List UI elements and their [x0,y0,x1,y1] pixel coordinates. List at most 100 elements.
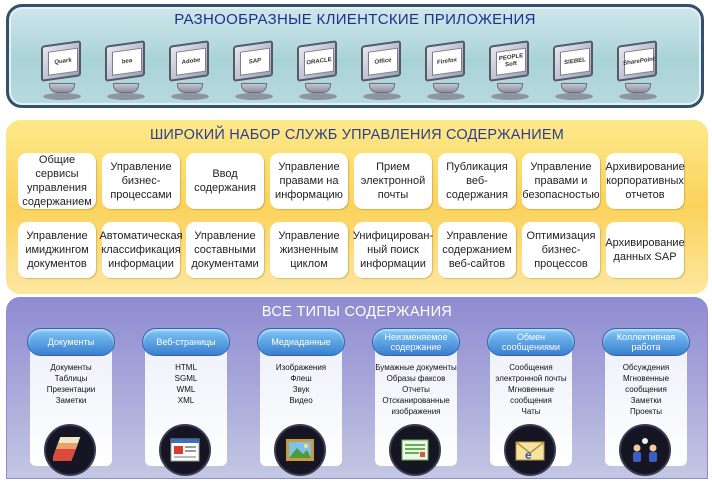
content-type-header-line: Документы [47,337,95,347]
content-type-header: Медиаданные [257,328,345,356]
app-logo-quark: Quark [48,47,78,76]
monitor-stand [625,83,651,93]
monitor-base [619,93,657,100]
content-type-item: Заметки [630,396,662,405]
monitor-base [299,93,337,100]
content-type-header-line: сообщениями [501,342,561,352]
app-logo-bea: bea [112,47,142,76]
monitor-stand [241,83,267,93]
service-label-line: бизнес- [541,244,581,256]
monitor-icon: bea [103,40,149,103]
content-types-title: ВСЕ ТИПЫ СОДЕРЖАНИЯ [261,304,453,320]
content-type-item: Бумажные документы [375,363,457,372]
monitor-base [427,93,465,100]
web-page-icon [159,424,211,476]
app-logo-firefox: Firefox [432,47,462,76]
service-box: Архивирование данных SAP [605,222,685,278]
content-type-header-line: Неизменяемое [384,332,448,342]
service-label-line: содержанием [22,196,92,208]
content-type-item: Образы факсов [386,374,446,383]
monitor-base [235,93,273,100]
service-label-line: безопасностью [522,189,600,201]
content-type-header-line: Веб-страницы [156,337,216,347]
service-label-line: классификация [101,244,181,256]
service-label: Архивирование данных SAP [605,236,684,264]
content-type-item: Презентации [46,385,96,394]
service-label-line: документов [27,258,87,270]
service-label-line: ный поиск [367,244,419,256]
monitor-icon: SAP [231,40,277,103]
service-label-line: Ввод [212,168,238,180]
service-label-line: корпоративных [606,175,684,187]
service-label-line: Общие [38,154,76,166]
monitor-base [491,93,529,100]
content-type-item: Обсуждения [622,363,670,372]
content-type-item: Документы [50,363,92,372]
monitor-stand [49,83,75,93]
content-type-header-line: Медиаданные [271,337,331,347]
content-type-item: Изображения [275,363,327,372]
service-label-line: процессами [110,189,172,201]
monitor-stand [369,83,395,93]
app-logo-sharepoint: SharePoint [623,47,655,76]
service-label-line: циклом [290,258,328,270]
monitor-icon: SIEBEL [551,40,597,103]
content-type-item: Флеш [290,374,312,383]
monitor-screen: SharePoint [617,40,657,82]
app-logo-people-soft: PEOPLE Soft [496,47,526,76]
monitor-stand [113,83,139,93]
documents-stack-icon [44,424,96,476]
service-label-line: Публикация [446,161,508,173]
monitor-base [171,93,209,100]
service-label-line: управления [27,182,87,194]
service-label-line: Архивирование [605,237,685,249]
content-type-header: Документы [27,328,115,356]
service-label-line: жизненным [279,244,339,256]
service-label-line: содержания [194,182,256,194]
service-label-line: содержания [446,189,508,201]
content-type-item: сообщения [625,385,667,394]
monitor-screen: SAP [233,40,273,82]
content-type-header-text: Веб-страницы [156,337,215,347]
service-box: Ввод содержания [186,153,264,209]
service-label-line: Автоматическая [99,230,183,242]
service-label-line: имиджингом [25,244,89,256]
content-type-header-text: Документы [48,337,94,347]
service-label-line: документами [191,258,259,270]
service-label-line: процессов [534,258,588,270]
service-label-line: бизнес- [121,175,161,187]
monitor-stand [177,83,203,93]
service-label-line: данных SAP [613,251,677,263]
services-title: ШИРОКИЙ НАБОР СЛУЖБ УПРАВЛЕНИЯ СОДЕРЖАНИ… [149,127,565,143]
content-type-item: SGML [174,374,198,383]
service-label-line: Прием [376,161,410,173]
content-type-item: HTML [175,363,197,372]
content-type-item: Видео [289,396,313,405]
services-band: ШИРОКИЙ НАБОР СЛУЖБ УПРАВЛЕНИЯ СОДЕРЖАНИ… [6,120,708,294]
content-type-item: изображения [391,407,441,416]
client-apps-title: РАЗНООБРАЗНЫЕ КЛИЕНТСКИЕ ПРИЛОЖЕНИЯ [174,11,536,28]
